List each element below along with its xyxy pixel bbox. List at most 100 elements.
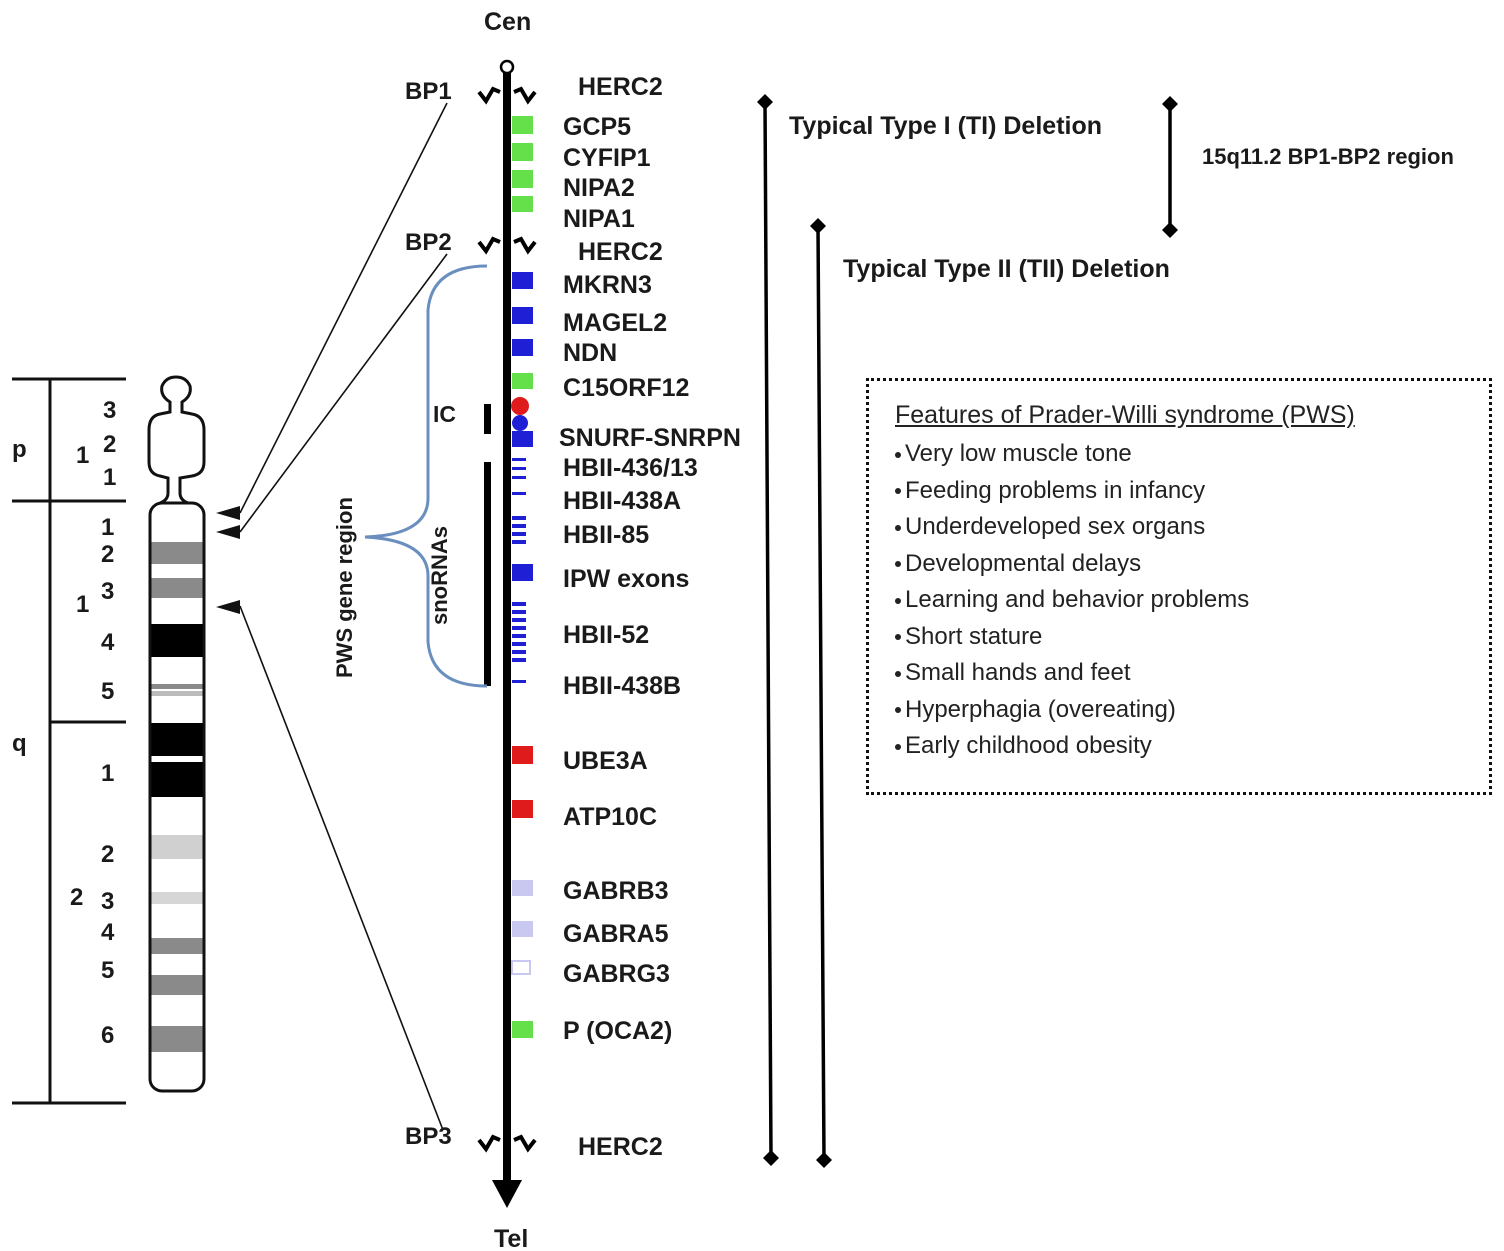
ideogram-scale: [12, 377, 126, 1105]
band-label: 3: [101, 578, 114, 605]
band-label: 1: [101, 760, 114, 787]
gene-marker-cyfip1: [512, 143, 533, 161]
gene-marker-ube3a: [512, 746, 533, 764]
gene-marker-nipa2: [512, 170, 533, 188]
chromosome-15: [147, 375, 206, 1093]
gene-marker-hbii-52: [512, 634, 526, 638]
type2-deletion-label: Typical Type II (TII) Deletion: [843, 255, 1170, 283]
gene-label: IPW exons: [563, 565, 689, 593]
gene-label: GCP5: [563, 113, 631, 141]
centromere-label: Cen: [484, 8, 531, 36]
feature-item: Feeding problems in infancy: [895, 473, 1489, 510]
band-label: 1: [101, 514, 114, 541]
band-label: 4: [101, 629, 115, 656]
gene-label: HBII-436/13: [563, 454, 698, 482]
gene-marker-ipw-exons: [512, 564, 533, 581]
snurf-snrpn-dot-marker: [512, 415, 528, 431]
gene-marker-hbii-436-13: [512, 458, 526, 461]
gene-marker-p-oca2-: [512, 1021, 533, 1038]
gene-label: HBII-438A: [563, 487, 681, 515]
bullet-icon: [895, 561, 901, 568]
feature-item: Early childhood obesity: [895, 728, 1489, 765]
gene-label: C15ORF12: [563, 374, 689, 402]
gene-label: GABRA5: [563, 920, 669, 948]
gene-label: P (OCA2): [563, 1017, 672, 1045]
bp3-label: BP3: [405, 1123, 452, 1150]
main-axis: [492, 59, 522, 1208]
gene-label: GABRB3: [563, 877, 669, 905]
feature-item: Small hands and feet: [895, 655, 1489, 692]
herc2-bp1-label: HERC2: [578, 73, 663, 101]
breakpoint-marks: [477, 86, 537, 1153]
type1-deletion-label: Typical Type I (TI) Deletion: [789, 112, 1102, 140]
pws-features-box: Features of Prader-Willi syndrome (PWS) …: [866, 378, 1492, 795]
feature-item: Very low muscle tone: [895, 436, 1489, 473]
region-label: 2: [70, 884, 83, 911]
gene-marker-gabrg3: [511, 960, 531, 975]
connector-arrowheads: [216, 506, 240, 614]
gene-marker-hbii-52: [512, 602, 526, 606]
features-title: Features of Prader-Willi syndrome (PWS): [895, 401, 1355, 429]
gene-labels: GCP5 CYFIP1 NIPA2 NIPA1 MKRN3 MAGEL2 NDN…: [559, 113, 741, 1045]
gene-label: NIPA2: [563, 174, 635, 202]
gene-label: CYFIP1: [563, 144, 651, 172]
herc2-bp3-label: HERC2: [578, 1133, 663, 1161]
arm-q-label: q: [12, 730, 27, 757]
band-label: 5: [101, 678, 114, 705]
feature-item: Hyperphagia (overeating): [895, 692, 1489, 729]
gene-markers: [511, 116, 533, 1038]
feature-item: Learning and behavior problems: [895, 582, 1489, 619]
bullet-icon: [895, 670, 901, 677]
gene-marker-magel2: [512, 307, 533, 324]
snornas-label: snoRNAs: [427, 526, 452, 625]
connector-lines: [239, 102, 448, 1131]
gene-marker-gabrb3: [512, 880, 533, 896]
ic-label: IC: [433, 401, 456, 427]
arm-p-label: p: [12, 436, 27, 463]
gene-label: UBE3A: [563, 747, 648, 775]
gene-marker-hbii-52: [512, 658, 526, 662]
gene-marker-nipa1: [512, 196, 533, 212]
band-label: 6: [101, 1022, 114, 1049]
imprinting-center-marker: [511, 397, 529, 415]
gene-marker-hbii-52: [512, 650, 526, 654]
feature-item: Developmental delays: [895, 546, 1489, 583]
gene-marker-hbii-436-13: [512, 467, 526, 470]
gene-marker-snurf-snrpn: [512, 431, 533, 447]
features-list: Very low muscle tone Feeding problems in…: [895, 436, 1489, 765]
gene-label: HBII-85: [563, 521, 649, 549]
gene-label: GABRG3: [563, 960, 670, 988]
gene-marker-hbii-52: [512, 610, 526, 614]
gene-label: HBII-52: [563, 621, 649, 649]
gene-marker-hbii-438a: [512, 492, 526, 495]
gene-label: NDN: [563, 339, 617, 367]
herc2-bp2-label: HERC2: [578, 238, 663, 266]
gene-marker-hbii-52: [512, 626, 526, 630]
band-label: 4: [101, 919, 115, 946]
bracket-ends: [757, 94, 1178, 1168]
telomere-label: Tel: [494, 1225, 528, 1251]
gene-marker-hbii-85: [512, 516, 526, 520]
gene-marker-hbii-438b: [512, 680, 526, 683]
gene-marker-mkrn3: [512, 272, 533, 289]
gene-marker-hbii-436-13: [512, 476, 526, 479]
gene-marker-hbii-52: [512, 642, 526, 646]
pws-region-label: PWS gene region: [332, 497, 357, 678]
bullet-icon: [895, 634, 901, 641]
bp1-label: BP1: [405, 78, 452, 105]
gene-label: HBII-438B: [563, 672, 681, 700]
bullet-icon: [895, 451, 901, 458]
bullet-icon: [895, 597, 901, 604]
gene-marker-hbii-85: [512, 532, 526, 536]
deletion-brackets: [763, 101, 1172, 1161]
gene-marker-atp10c: [512, 800, 533, 818]
band-label: 2: [103, 431, 116, 458]
bullet-icon: [895, 743, 901, 750]
band-label: 3: [103, 397, 116, 424]
band-label: 5: [101, 957, 114, 984]
gene-marker-ndn: [512, 339, 533, 356]
bullet-icon: [895, 707, 901, 714]
band-label: 2: [101, 841, 114, 868]
gene-marker-gabra5: [512, 921, 533, 937]
